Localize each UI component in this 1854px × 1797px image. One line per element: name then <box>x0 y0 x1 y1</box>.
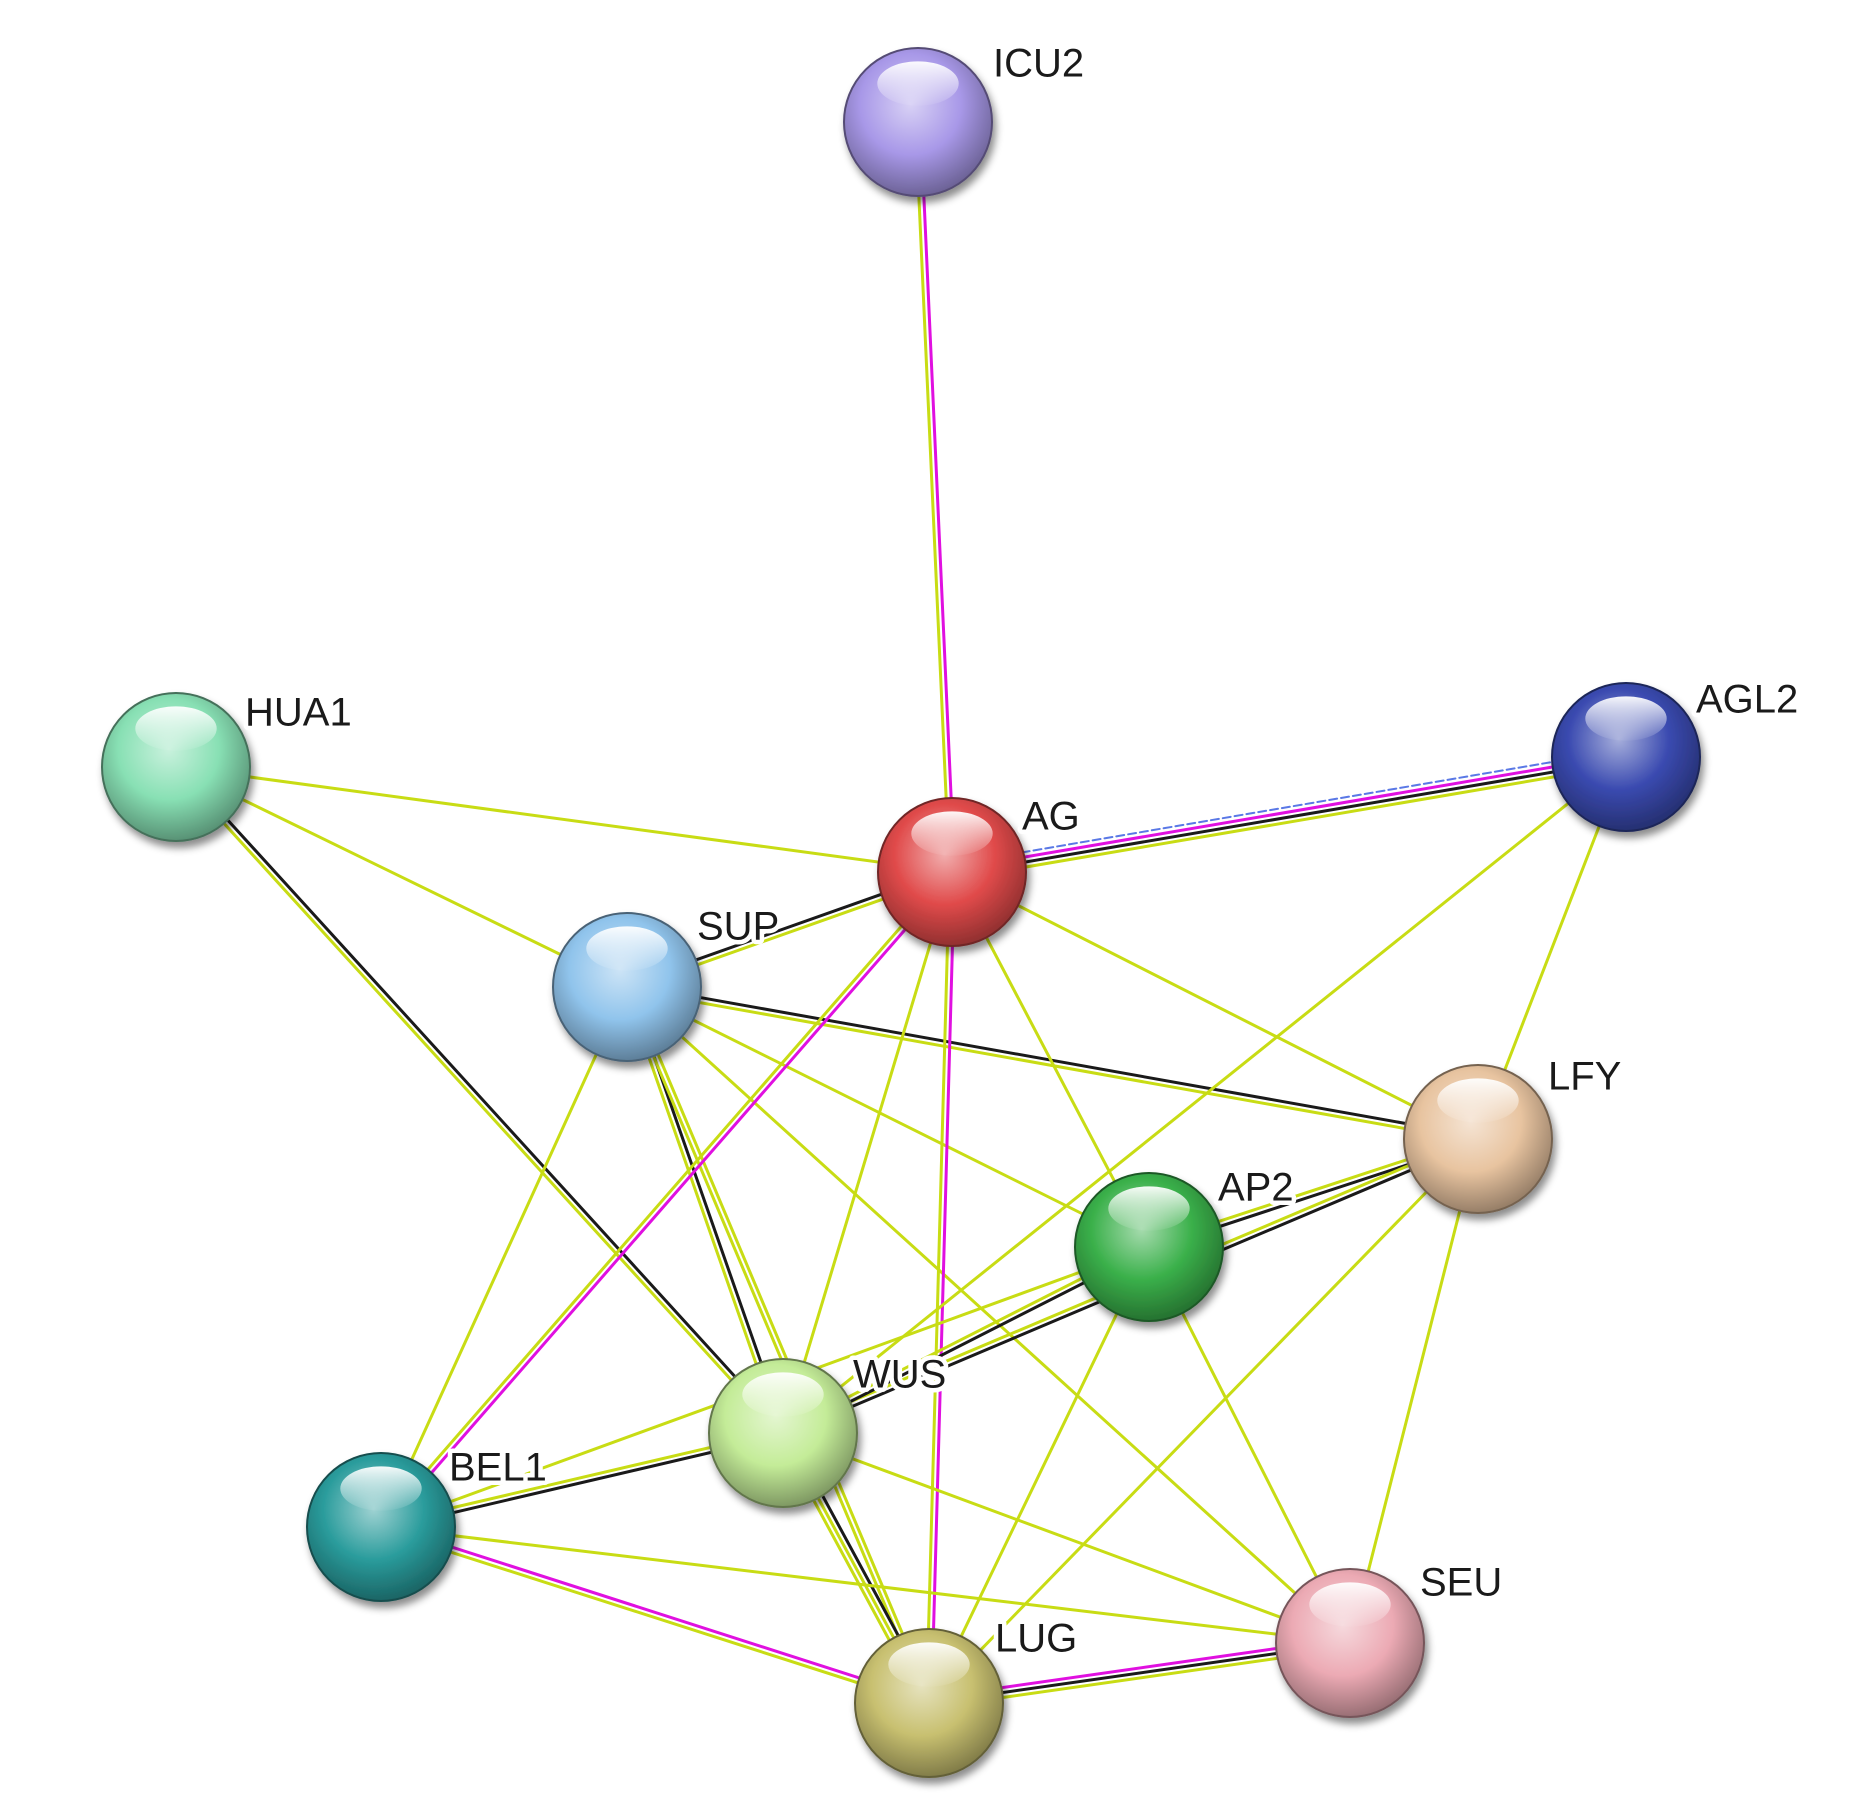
node-highlight <box>586 926 668 971</box>
edge-line-textmining <box>379 985 629 1529</box>
edge-line-textmining <box>951 762 1629 881</box>
edge-line-experiments <box>380 1523 932 1703</box>
node-lfy[interactable] <box>1403 1064 1553 1214</box>
node-label-sup: SUP <box>697 905 779 949</box>
edge-ag-agl2 <box>949 748 1629 881</box>
node-label-seu: SEU <box>1420 1561 1502 1605</box>
edge-lfy-lug <box>927 1137 1480 1705</box>
node-sup[interactable] <box>552 912 702 1062</box>
edge-ap2-lug <box>927 1245 1151 1705</box>
edge-icu2-ag <box>914 120 956 874</box>
node-highlight <box>888 1642 970 1687</box>
node-label-lug: LUG <box>995 1617 1077 1661</box>
edge-wus-seu <box>781 1431 1352 1645</box>
node-lug[interactable] <box>854 1628 1004 1778</box>
node-agl2[interactable] <box>1551 682 1701 832</box>
edge-sup-seu <box>625 985 1352 1645</box>
edge-line-textmining <box>927 1245 1151 1705</box>
edge-ag-lfy <box>950 870 1480 1141</box>
edge-line-textmining <box>925 870 951 1705</box>
node-highlight <box>135 706 217 751</box>
edge-ag-wus <box>781 870 954 1435</box>
edge-sup-bel1 <box>379 985 629 1529</box>
node-label-hua1: HUA1 <box>245 691 352 735</box>
node-ag[interactable] <box>877 797 1027 947</box>
node-hua1[interactable] <box>101 692 251 842</box>
edge-line-textmining <box>379 1525 1352 1645</box>
node-highlight <box>340 1466 422 1511</box>
node-highlight <box>911 811 993 856</box>
edge-line-textmining <box>781 1431 1352 1645</box>
node-label-wus: WUS <box>853 1353 946 1397</box>
edge-sup-ap2 <box>625 985 1151 1249</box>
edge-ag-bel1 <box>377 868 956 1531</box>
edge-hua1-wus <box>172 763 787 1437</box>
node-highlight <box>1437 1078 1519 1123</box>
edge-line-textmining <box>623 986 783 1436</box>
edge-line-homology <box>949 748 1626 866</box>
edge-lfy-seu <box>1348 1137 1480 1645</box>
edge-line-textmining <box>378 1527 930 1707</box>
edge-line-coexpression <box>950 758 1628 876</box>
edge-sup-lug <box>623 984 933 1706</box>
node-label-bel1: BEL1 <box>449 1446 547 1490</box>
edge-line-textmining <box>377 868 952 1527</box>
edge-agl2-wus <box>781 755 1628 1435</box>
edge-ag-lug <box>925 870 956 1705</box>
edge-line-textmining <box>627 984 933 1704</box>
node-highlight <box>1108 1186 1190 1231</box>
edge-line-textmining <box>172 767 783 1437</box>
edge-hua1-sup <box>174 765 629 989</box>
node-highlight <box>877 61 959 106</box>
edge-line-textmining <box>914 120 951 874</box>
edge-bel1-seu <box>379 1525 1352 1645</box>
node-highlight <box>1585 696 1667 741</box>
node-ap2[interactable] <box>1074 1172 1224 1322</box>
edge-line-textmining <box>174 765 954 874</box>
node-label-ap2: AP2 <box>1218 1166 1294 1210</box>
nodes-layer <box>101 47 1701 1778</box>
edge-hua1-ag <box>174 765 954 874</box>
edge-line-textmining <box>625 985 1151 1249</box>
node-seu[interactable] <box>1275 1568 1425 1718</box>
node-highlight <box>1309 1582 1391 1627</box>
edge-bel1-lug <box>378 1523 932 1707</box>
edge-line-experiments <box>950 753 1628 871</box>
edge-line-textmining <box>623 986 929 1706</box>
edge-line-experiments <box>381 872 956 1531</box>
node-label-agl2: AGL2 <box>1696 678 1798 722</box>
node-icu2[interactable] <box>843 47 993 197</box>
edge-line-experiments <box>919 120 956 874</box>
node-bel1[interactable] <box>306 1452 456 1602</box>
edge-line-coexpression <box>176 763 787 1433</box>
edge-line-textmining <box>927 1137 1480 1705</box>
node-wus[interactable] <box>708 1358 858 1508</box>
node-label-lfy: LFY <box>1548 1055 1621 1099</box>
node-label-icu2: ICU2 <box>993 42 1084 86</box>
edge-line-textmining <box>781 870 954 1435</box>
edge-line-experiments <box>930 870 956 1705</box>
edge-line-textmining <box>781 755 1628 1435</box>
edge-line-textmining <box>1348 1137 1480 1645</box>
edge-line-textmining <box>174 765 629 989</box>
edge-line-textmining <box>950 870 1480 1141</box>
node-highlight <box>742 1372 824 1417</box>
edge-line-textmining <box>625 985 1352 1645</box>
edge-line-coexpression <box>625 983 1480 1138</box>
node-label-ag: AG <box>1022 795 1080 839</box>
